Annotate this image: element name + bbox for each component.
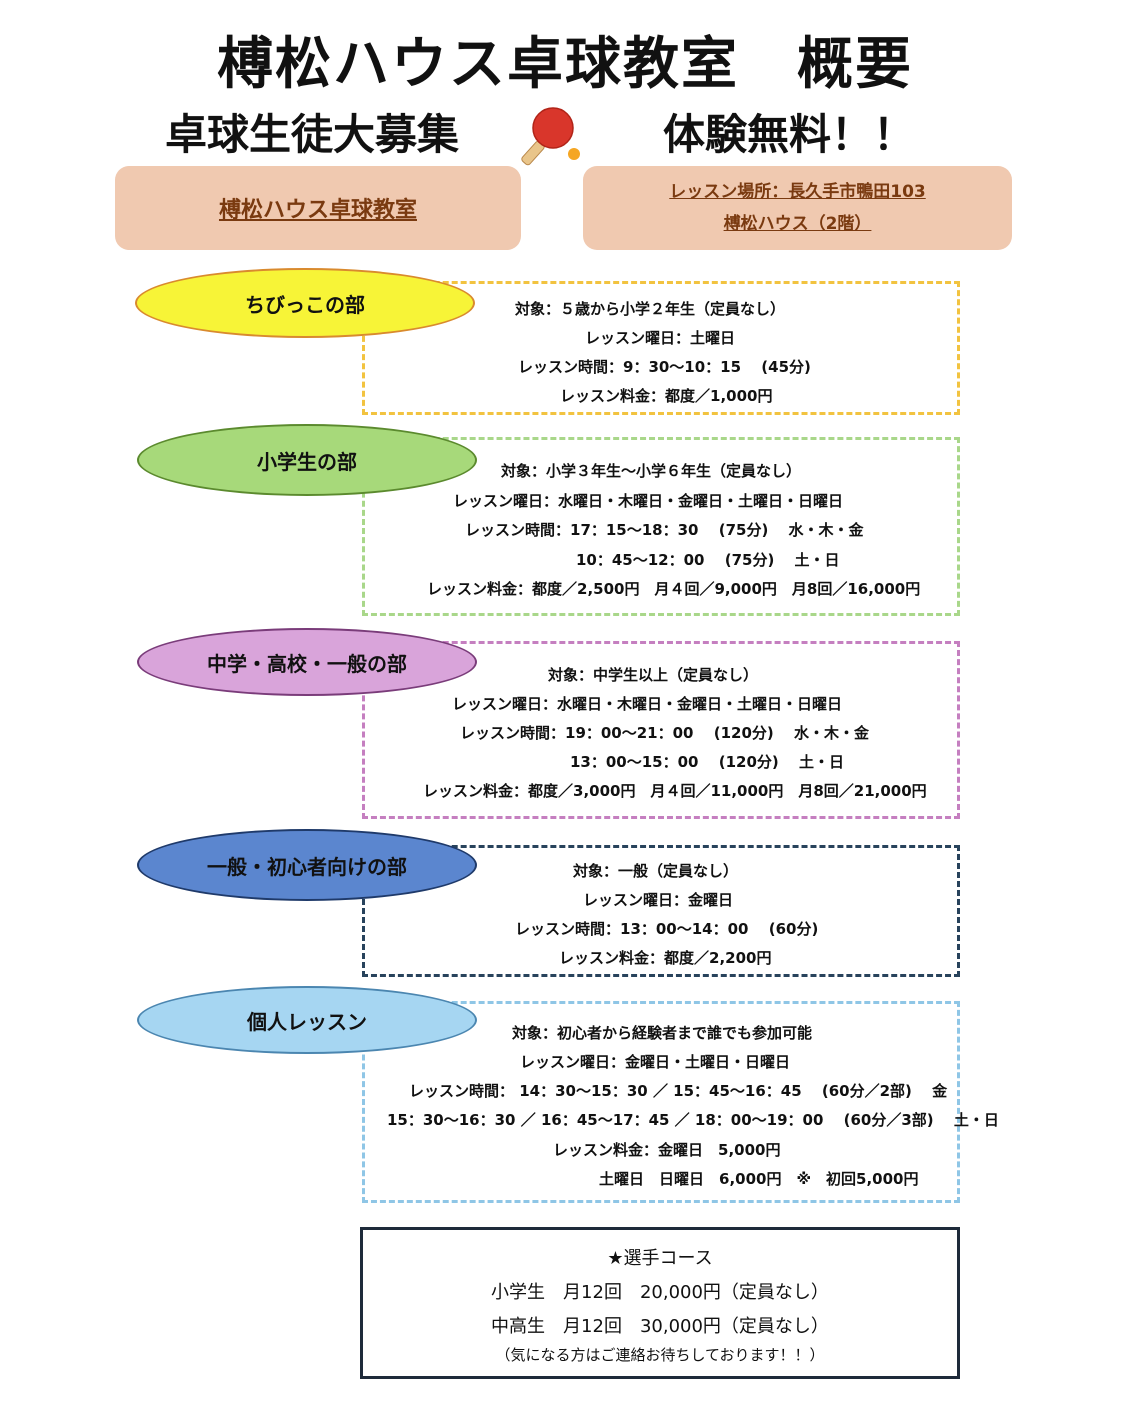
junior-fee: レッスン料金：都度／3,000円 月４回／11,000円 月8回／21,000円 bbox=[423, 782, 927, 800]
private-days: レッスン曜日：金曜日・土曜日・日曜日 bbox=[520, 1053, 791, 1071]
private-fee-weekend: 土曜日 日曜日 6,000円 ※ 初回5,000円 bbox=[599, 1170, 919, 1188]
beginner-fee: レッスン料金：都度／2,200円 bbox=[559, 949, 772, 967]
elementary-fee: レッスン料金：都度／2,500円 月４回／9,000円 月8回／16,000円 bbox=[427, 580, 921, 598]
private-target: 対象：初心者から経験者まで誰でも参加可能 bbox=[512, 1024, 813, 1042]
athlete-course-middle-high: 中高生 月12回 30,000円（定員なし） bbox=[491, 1316, 829, 1337]
junior-section: 対象：中学生以上（定員なし） レッスン曜日：水曜日・木曜日・金曜日・土曜日・日曜… bbox=[362, 641, 960, 819]
kids-time: レッスン時間：9：30～10：15 (45分) bbox=[518, 358, 811, 376]
recruitment-headline: 卓球生徒大募集 bbox=[165, 110, 460, 159]
private-fee-friday: レッスン料金：金曜日 5,000円 bbox=[553, 1141, 781, 1159]
elementary-section-label: 小学生の部 bbox=[137, 424, 477, 496]
kids-section: 対象：５歳から小学２年生（定員なし） レッスン曜日：土曜日 レッスン時間：9：3… bbox=[362, 281, 960, 415]
junior-time-weekend: 13：00～15：00 (120分) 土・日 bbox=[570, 753, 844, 771]
free-trial-headline: 体験無料！！ bbox=[663, 110, 916, 159]
location-box[interactable]: レッスン場所：長久手市鴨田103 榑松ハウス（2階） bbox=[583, 166, 1012, 250]
kids-fee: レッスン料金：都度／1,000円 bbox=[560, 387, 773, 405]
elementary-time-weekend: 10：45～12：00 (75分) 土・日 bbox=[576, 551, 840, 569]
elementary-time-weekday: レッスン時間：17：15～18：30 (75分) 水・木・金 bbox=[465, 521, 864, 539]
school-name-link[interactable]: 榑松ハウス卓球教室 bbox=[218, 198, 417, 223]
junior-time-weekday: レッスン時間：19：00～21：00 (120分) 水・木・金 bbox=[460, 724, 869, 742]
ping-pong-paddle-icon bbox=[521, 107, 580, 166]
elementary-days: レッスン曜日：水曜日・木曜日・金曜日・土曜日・日曜日 bbox=[453, 492, 844, 510]
athlete-course-heading: ★選手コース bbox=[607, 1248, 713, 1269]
junior-section-label: 中学・高校・一般の部 bbox=[137, 628, 477, 696]
private-time-weekend: 15：30～16：30 ／ 16：45～17：45 ／ 18：00～19：00 … bbox=[387, 1111, 999, 1129]
kids-section-label: ちびっこの部 bbox=[135, 268, 475, 338]
private-section-label: 個人レッスン bbox=[137, 986, 477, 1054]
athlete-course-box: ★選手コース 小学生 月12回 20,000円（定員なし） 中高生 月12回 3… bbox=[360, 1227, 960, 1379]
school-name-box[interactable]: 榑松ハウス卓球教室 bbox=[115, 166, 521, 250]
beginner-days: レッスン曜日：金曜日 bbox=[583, 891, 734, 909]
location-building[interactable]: 榑松ハウス（2階） bbox=[723, 214, 872, 234]
elementary-section: 対象：小学３年生～小学６年生（定員なし） レッスン曜日：水曜日・木曜日・金曜日・… bbox=[362, 437, 960, 616]
kids-days: レッスン曜日：土曜日 bbox=[585, 329, 736, 347]
athlete-course-note: （気になる方はご連絡お待ちしております！！） bbox=[495, 1346, 825, 1364]
location-address[interactable]: レッスン場所：長久手市鴨田103 bbox=[669, 182, 926, 202]
junior-days: レッスン曜日：水曜日・木曜日・金曜日・土曜日・日曜日 bbox=[452, 695, 843, 713]
page-title: 榑松ハウス卓球教室 概要 bbox=[217, 32, 913, 97]
beginner-section-label: 一般・初心者向けの部 bbox=[137, 829, 477, 901]
private-section: 対象：初心者から経験者まで誰でも参加可能 レッスン曜日：金曜日・土曜日・日曜日 … bbox=[362, 1001, 999, 1203]
junior-target: 対象：中学生以上（定員なし） bbox=[548, 666, 759, 684]
private-time-friday: レッスン時間： 14：30～15：30 ／ 15：45～16：45 (60分／2… bbox=[409, 1082, 948, 1100]
beginner-target: 対象：一般（定員なし） bbox=[573, 862, 739, 880]
beginner-time: レッスン時間：13：00～14：00 (60分) bbox=[515, 920, 819, 938]
beginner-section: 対象：一般（定員なし） レッスン曜日：金曜日 レッスン時間：13：00～14：0… bbox=[362, 845, 960, 977]
athlete-course-elementary: 小学生 月12回 20,000円（定員なし） bbox=[491, 1282, 829, 1303]
kids-target: 対象：５歳から小学２年生（定員なし） bbox=[515, 300, 786, 318]
elementary-target: 対象：小学３年生～小学６年生（定員なし） bbox=[501, 462, 802, 480]
